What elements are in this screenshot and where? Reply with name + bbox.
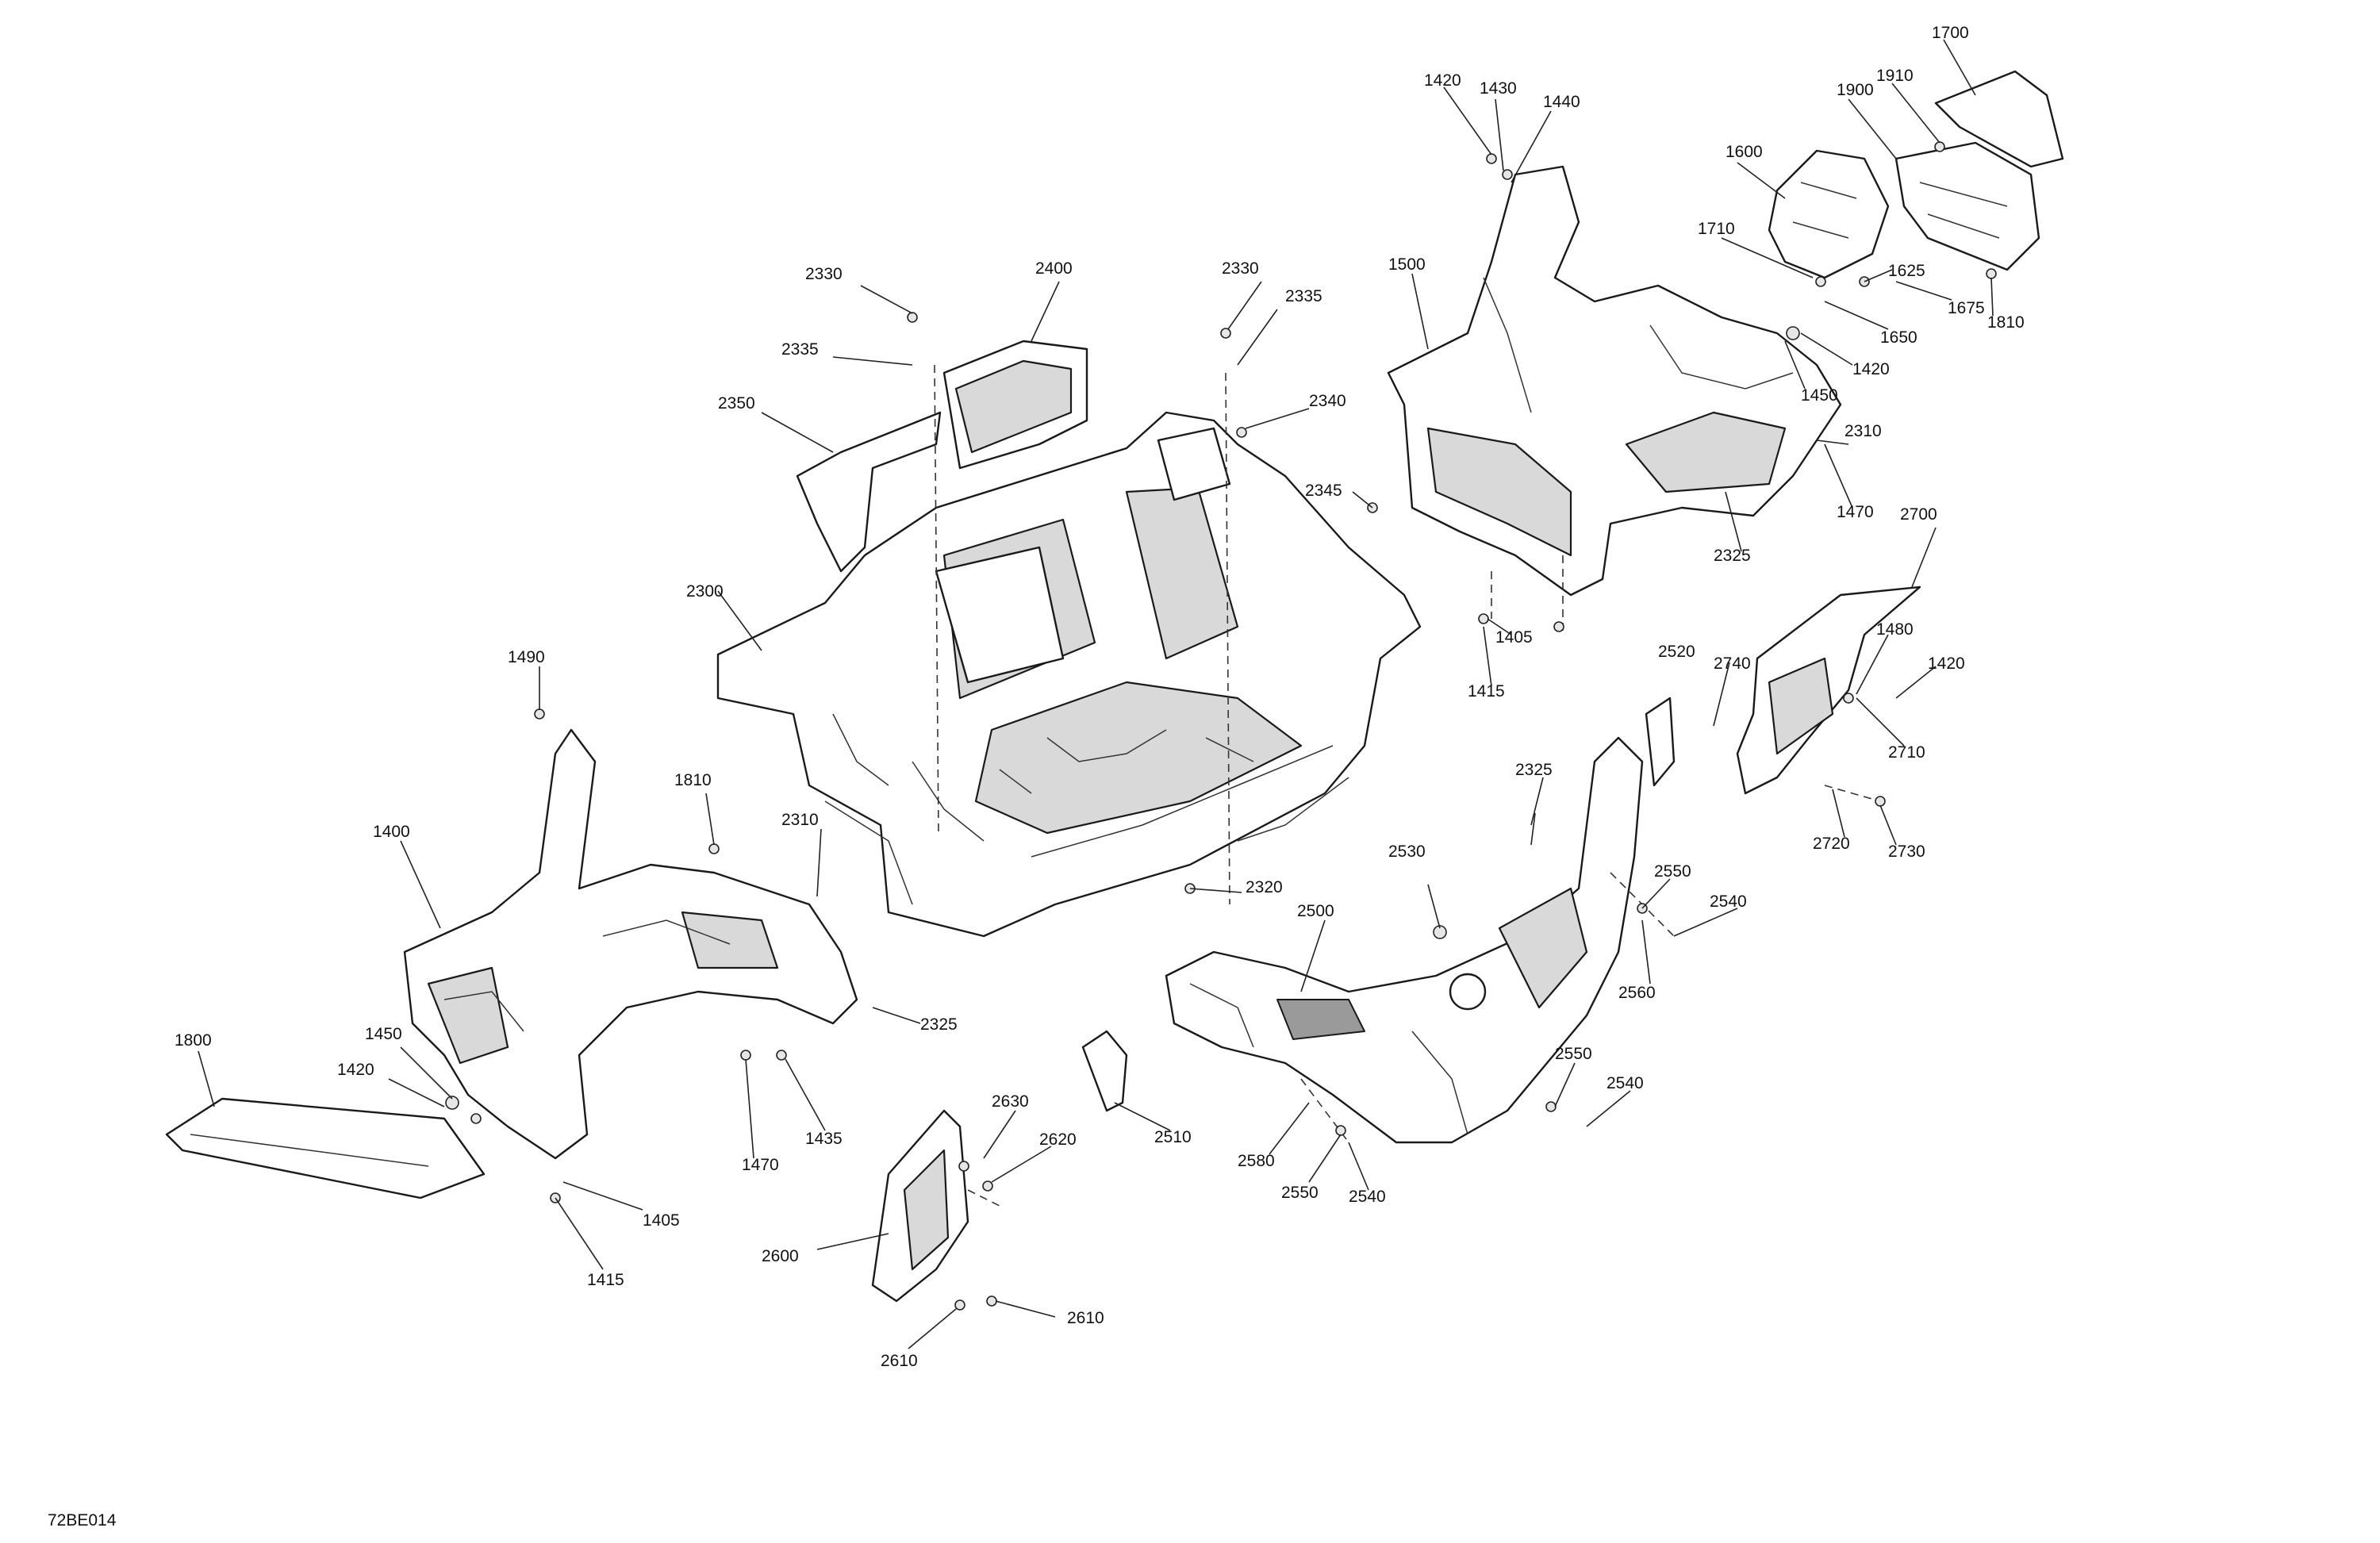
callout-label: 2330 xyxy=(805,265,843,283)
callout-label: 1490 xyxy=(508,648,545,666)
callout-label: 2560 xyxy=(1618,984,1656,1002)
callout-label: 1800 xyxy=(175,1031,212,1050)
callout-label: 2740 xyxy=(1714,654,1751,673)
callout-label: 2400 xyxy=(1035,259,1073,278)
callout-label: 1405 xyxy=(643,1211,680,1230)
callout-label: 2580 xyxy=(1238,1152,1275,1170)
callout-label: 2510 xyxy=(1154,1128,1192,1146)
callout-label: 2620 xyxy=(1039,1130,1077,1149)
callout-label: 1415 xyxy=(587,1271,624,1289)
callout-label: 1400 xyxy=(373,823,410,841)
callout-label: 1420 xyxy=(1852,360,1890,378)
callout-label: 1420 xyxy=(337,1061,374,1079)
callout-label: 1600 xyxy=(1726,143,1763,161)
part-1500-panel xyxy=(1387,165,1842,597)
callout-label: 2530 xyxy=(1388,843,1426,861)
callout-label: 2540 xyxy=(1606,1074,1644,1092)
drawing-code: 72BE014 xyxy=(48,1511,117,1530)
callout-labels: 1700 1420 1430 1440 1910 1900 1600 1710 … xyxy=(175,24,2025,1370)
callout-label: 1625 xyxy=(1888,262,1925,280)
callout-label: 2700 xyxy=(1900,505,1937,524)
callout-label: 2320 xyxy=(1246,878,1283,896)
callout-label: 2630 xyxy=(992,1092,1029,1111)
callout-label: 2730 xyxy=(1888,843,1925,861)
callout-label: 2710 xyxy=(1888,743,1925,762)
part-2510-shield xyxy=(1081,1030,1128,1112)
callout-label: 1710 xyxy=(1698,220,1735,238)
callout-label: 1470 xyxy=(1837,503,1874,521)
part-2400-cover xyxy=(942,340,1088,470)
callout-label: 1810 xyxy=(674,771,712,789)
callout-label: 2550 xyxy=(1555,1045,1592,1063)
leader-lines xyxy=(198,39,1994,1349)
part-1400-side-panel xyxy=(403,728,858,1160)
callout-label: 1440 xyxy=(1543,93,1580,111)
callout-label: 1910 xyxy=(1876,67,1914,85)
callout-label: 1430 xyxy=(1480,79,1517,98)
callout-label: 2310 xyxy=(1844,422,1882,440)
callout-label: 2610 xyxy=(1067,1309,1104,1327)
callout-label: 1420 xyxy=(1928,654,1965,673)
callout-label: 2325 xyxy=(1714,547,1751,565)
callout-label: 1405 xyxy=(1495,628,1533,647)
callout-label: 2330 xyxy=(1222,259,1259,278)
callout-label: 2335 xyxy=(1285,287,1322,305)
part-1800-trim xyxy=(165,1097,486,1199)
callout-label: 1900 xyxy=(1837,81,1874,99)
part-2700-side-panel xyxy=(1736,585,1921,795)
part-1700-cover xyxy=(1934,70,2064,168)
callout-label: 1450 xyxy=(1801,386,1838,405)
callout-label: 1480 xyxy=(1876,620,1914,639)
callout-label: 2350 xyxy=(718,394,755,413)
part-2500-bumper xyxy=(1165,736,1644,1144)
part-2350-bracket xyxy=(796,411,942,573)
callout-label: 2550 xyxy=(1654,862,1691,881)
part-cargo-box xyxy=(716,411,1422,938)
callout-label: 2335 xyxy=(781,340,819,359)
callout-label: 2500 xyxy=(1297,902,1334,920)
callout-label: 2610 xyxy=(881,1352,918,1370)
callout-label: 2310 xyxy=(781,811,819,829)
callout-label: 1675 xyxy=(1948,299,1985,317)
callout-label: 2520 xyxy=(1658,643,1695,661)
callout-label: 1810 xyxy=(1987,313,2025,332)
callout-label: 2340 xyxy=(1309,392,1346,410)
callout-label: 2345 xyxy=(1305,482,1342,500)
callout-label: 1470 xyxy=(742,1156,779,1174)
part-1900-panel xyxy=(1894,141,2040,271)
callout-label: 2720 xyxy=(1813,835,1850,853)
part-1600-assembly xyxy=(1768,149,1890,279)
callout-label: 2550 xyxy=(1281,1184,1319,1202)
callout-label: 2325 xyxy=(920,1015,958,1034)
callout-label: 1700 xyxy=(1932,24,1969,42)
callout-label: 1500 xyxy=(1388,255,1426,274)
callout-label: 1435 xyxy=(805,1130,843,1148)
part-2520-panel xyxy=(1645,697,1676,787)
part-2600-guard xyxy=(871,1109,969,1303)
callout-label: 2600 xyxy=(762,1247,799,1265)
callout-label: 2540 xyxy=(1710,892,1747,911)
callout-label: 2325 xyxy=(1515,761,1553,779)
callout-label: 1450 xyxy=(365,1025,402,1043)
callout-label: 2300 xyxy=(686,582,724,601)
callout-label: 2540 xyxy=(1349,1188,1386,1206)
callout-label: 1650 xyxy=(1880,328,1917,347)
callout-label: 1420 xyxy=(1424,71,1461,90)
callout-label: 1415 xyxy=(1468,682,1505,700)
